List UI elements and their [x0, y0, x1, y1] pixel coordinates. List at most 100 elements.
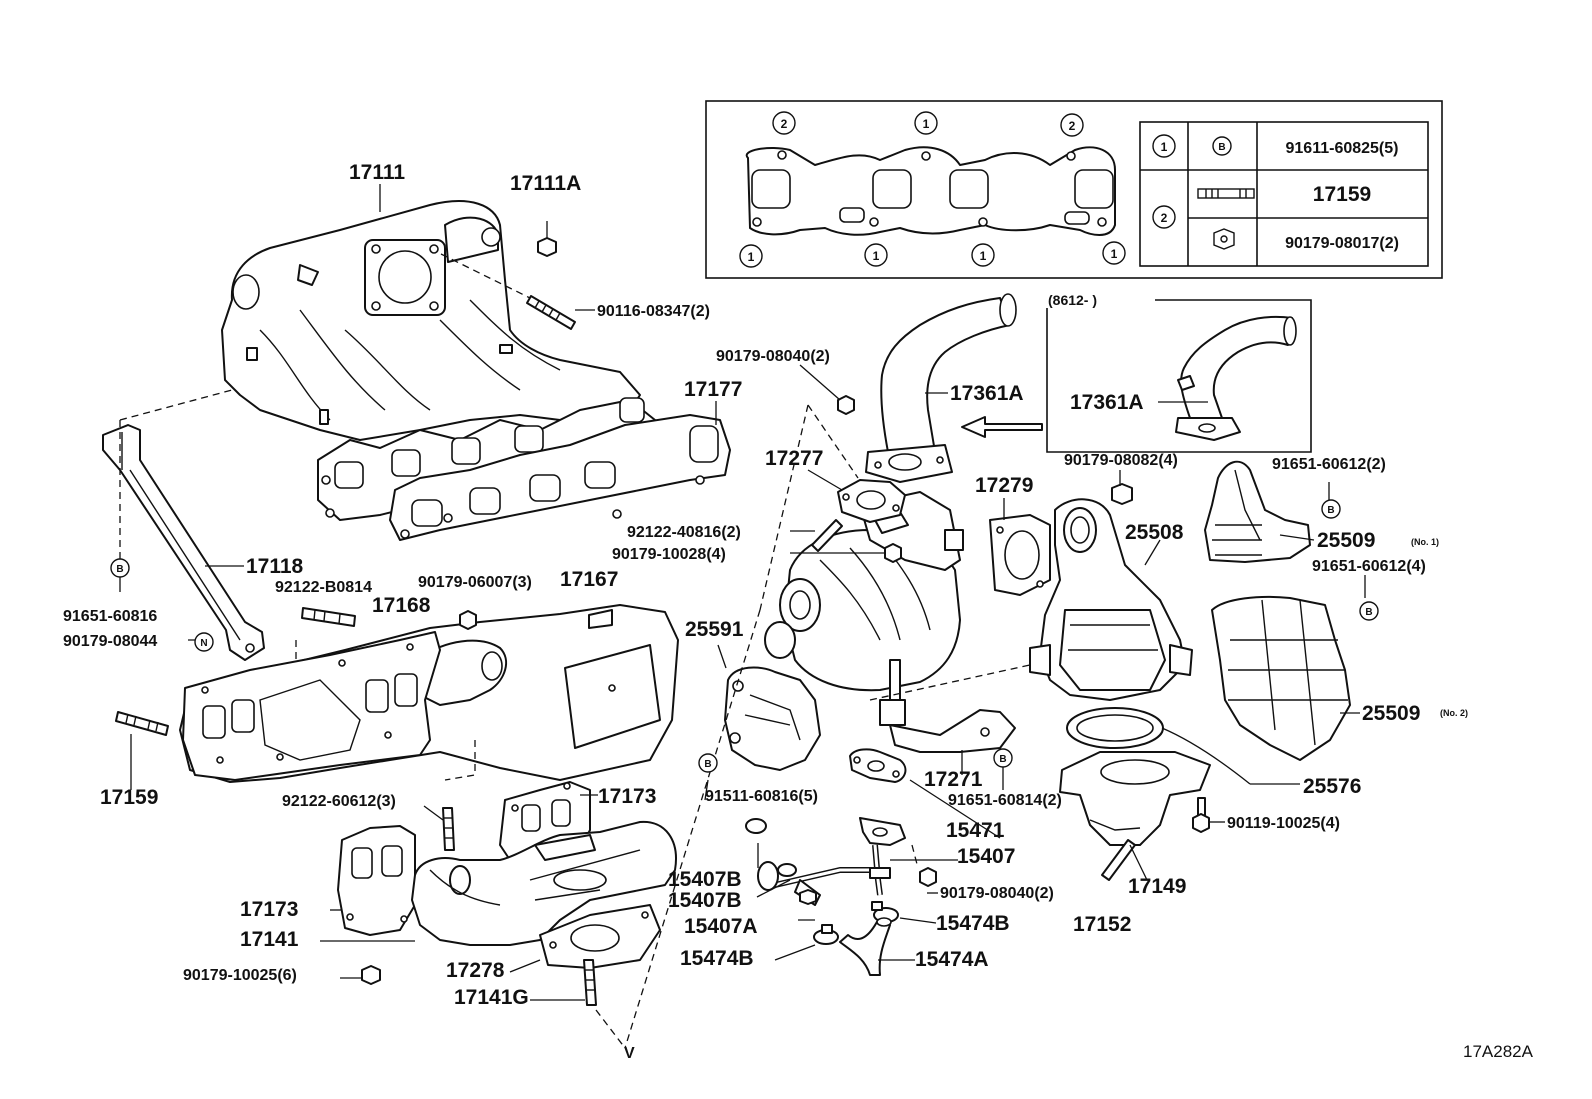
svg-text:B: B — [999, 754, 1006, 765]
gasket-bolt-hole — [752, 217, 762, 227]
svg-text:2: 2 — [1161, 211, 1168, 225]
exhaust-manifold-17141 — [411, 820, 677, 946]
label-25509-no1: 25509 — [1317, 529, 1375, 552]
fitting-15407A — [794, 879, 821, 906]
bolt-b-icon — [1212, 136, 1232, 156]
svg-text:N: N — [200, 638, 207, 649]
label-92122-B0814: 92122-B0814 — [275, 579, 372, 596]
legend-part-90179-08017: 90179-08017(2) — [1285, 235, 1399, 252]
label-90116-08347: 90116-08347(2) — [597, 303, 710, 320]
svg-text:B: B — [1365, 607, 1372, 618]
inset-arrow — [961, 416, 1043, 438]
label-92122-40816: 92122-40816(2) — [627, 524, 741, 541]
svg-text:1: 1 — [873, 249, 880, 263]
gasket-17177 — [317, 397, 731, 541]
svg-text:B: B — [1327, 505, 1334, 516]
nut-n-icon: N — [194, 632, 214, 652]
gasket-marker: 1 — [1102, 241, 1126, 265]
label-15471: 15471 — [946, 819, 1005, 842]
inset-border — [1046, 299, 1312, 453]
label-25509-no2-note: (No. 2) — [1440, 708, 1468, 718]
manifold-gasket-17168 — [182, 631, 441, 781]
intake-manifold-17111 — [221, 200, 641, 441]
legend-part-91611: 91611-60825(5) — [1286, 140, 1399, 157]
svg-text:B: B — [704, 759, 711, 770]
label-15407B-lower: 15407B — [668, 889, 742, 912]
svg-text:1: 1 — [748, 250, 755, 264]
label-17173-upper: 17173 — [598, 785, 656, 808]
label-17279: 17279 — [975, 474, 1033, 497]
label-17141: 17141 — [240, 928, 299, 951]
label-15407A: 15407A — [684, 915, 758, 938]
bolt-b-icon: B — [993, 748, 1013, 768]
label-17168: 17168 — [372, 594, 431, 617]
label-25591: 25591 — [685, 618, 744, 641]
bracket-25591 — [724, 666, 821, 771]
label-90179-08044: 90179-08044 — [63, 633, 157, 650]
nut-90179-08082 — [1111, 483, 1133, 505]
gasket-bolt-hole — [1097, 217, 1107, 227]
gasket-port-4 — [1074, 169, 1114, 209]
gasket-17173-lower — [337, 825, 416, 936]
label-17173-lower: 17173 — [240, 898, 298, 921]
bolt-b-icon: B — [698, 753, 718, 773]
stud-92122-40816 — [811, 519, 843, 552]
stud-90116 — [526, 295, 576, 330]
turbo-gasket-17277 — [837, 479, 906, 523]
label-15474B-lower: 15474B — [680, 947, 754, 970]
gasket-bolt-hole — [869, 217, 879, 227]
svg-text:B: B — [1218, 142, 1225, 153]
gasket-25576 — [1066, 707, 1164, 749]
inset-panel: (8612- ) 17361A — [1046, 292, 1312, 453]
gasket-17279 — [989, 514, 1051, 596]
gasket-port-1 — [751, 169, 791, 209]
bracket-17271 — [889, 709, 1016, 753]
front-catalyst-25508 — [1029, 498, 1193, 701]
heat-insulator-25509-no1 — [1204, 460, 1311, 563]
gasket-marker: 2 — [1060, 113, 1084, 137]
legend-table: 1 B 91611-60825(5) 2 17159 90179-08017(2… — [1139, 121, 1429, 267]
svg-text:2: 2 — [1069, 119, 1076, 133]
label-92122-60612: 92122-60612(3) — [282, 793, 396, 810]
gasket-port-3 — [949, 169, 989, 209]
stud-17159 — [115, 711, 169, 736]
heat-insulator-25509-no2 — [1211, 595, 1351, 761]
legend-key-1 — [1152, 134, 1176, 158]
svg-text:2: 2 — [781, 117, 788, 131]
nut-17111A — [537, 221, 557, 257]
gasket-bolt-hole — [921, 151, 931, 161]
gasket-marker: 1 — [971, 243, 995, 267]
stud-92122-B0814 — [301, 607, 356, 627]
label-25509-no1-note: (No. 1) — [1411, 537, 1439, 547]
label-25508: 25508 — [1125, 521, 1184, 544]
label-90179-08040-lower: 90179-08040(2) — [940, 885, 1054, 902]
bolt-b-icon: B — [1321, 499, 1341, 519]
svg-text:1: 1 — [1111, 247, 1118, 261]
nut-90179-06007 — [459, 610, 477, 630]
gasket-slot-1 — [839, 207, 865, 223]
label-17271: 17271 — [924, 768, 983, 791]
label-90179-08040-top: 90179-08040(2) — [716, 348, 830, 365]
label-17167: 17167 — [560, 568, 618, 591]
gasket-bolt-hole — [978, 217, 988, 227]
label-91651-60612-2: 91651-60612(2) — [1272, 456, 1386, 473]
bolt-b-icon: B — [1359, 601, 1379, 621]
stud-icon — [1197, 188, 1255, 199]
svg-text:B: B — [116, 564, 123, 575]
label-25576: 25576 — [1303, 775, 1361, 798]
label-90179-06007: 90179-06007(3) — [418, 574, 532, 591]
nut-90179-08040 — [837, 395, 855, 415]
label-17361A-inset: 17361A — [1070, 391, 1144, 414]
label-17159: 17159 — [100, 786, 158, 809]
gasket-slot-2 — [1064, 211, 1090, 225]
legend-part-17159: 17159 — [1313, 183, 1371, 206]
inset-date-range: (8612- ) — [1048, 292, 1097, 308]
label-91511-60816: 91511-60816(5) — [705, 788, 818, 805]
gasket-bolt-hole — [1066, 151, 1076, 161]
converter-flange-17149 — [1059, 751, 1211, 846]
gasket-15471 — [849, 748, 907, 783]
union-15407B-lower — [777, 863, 797, 877]
svg-text:1: 1 — [980, 249, 987, 263]
nut-icon — [1213, 228, 1235, 250]
